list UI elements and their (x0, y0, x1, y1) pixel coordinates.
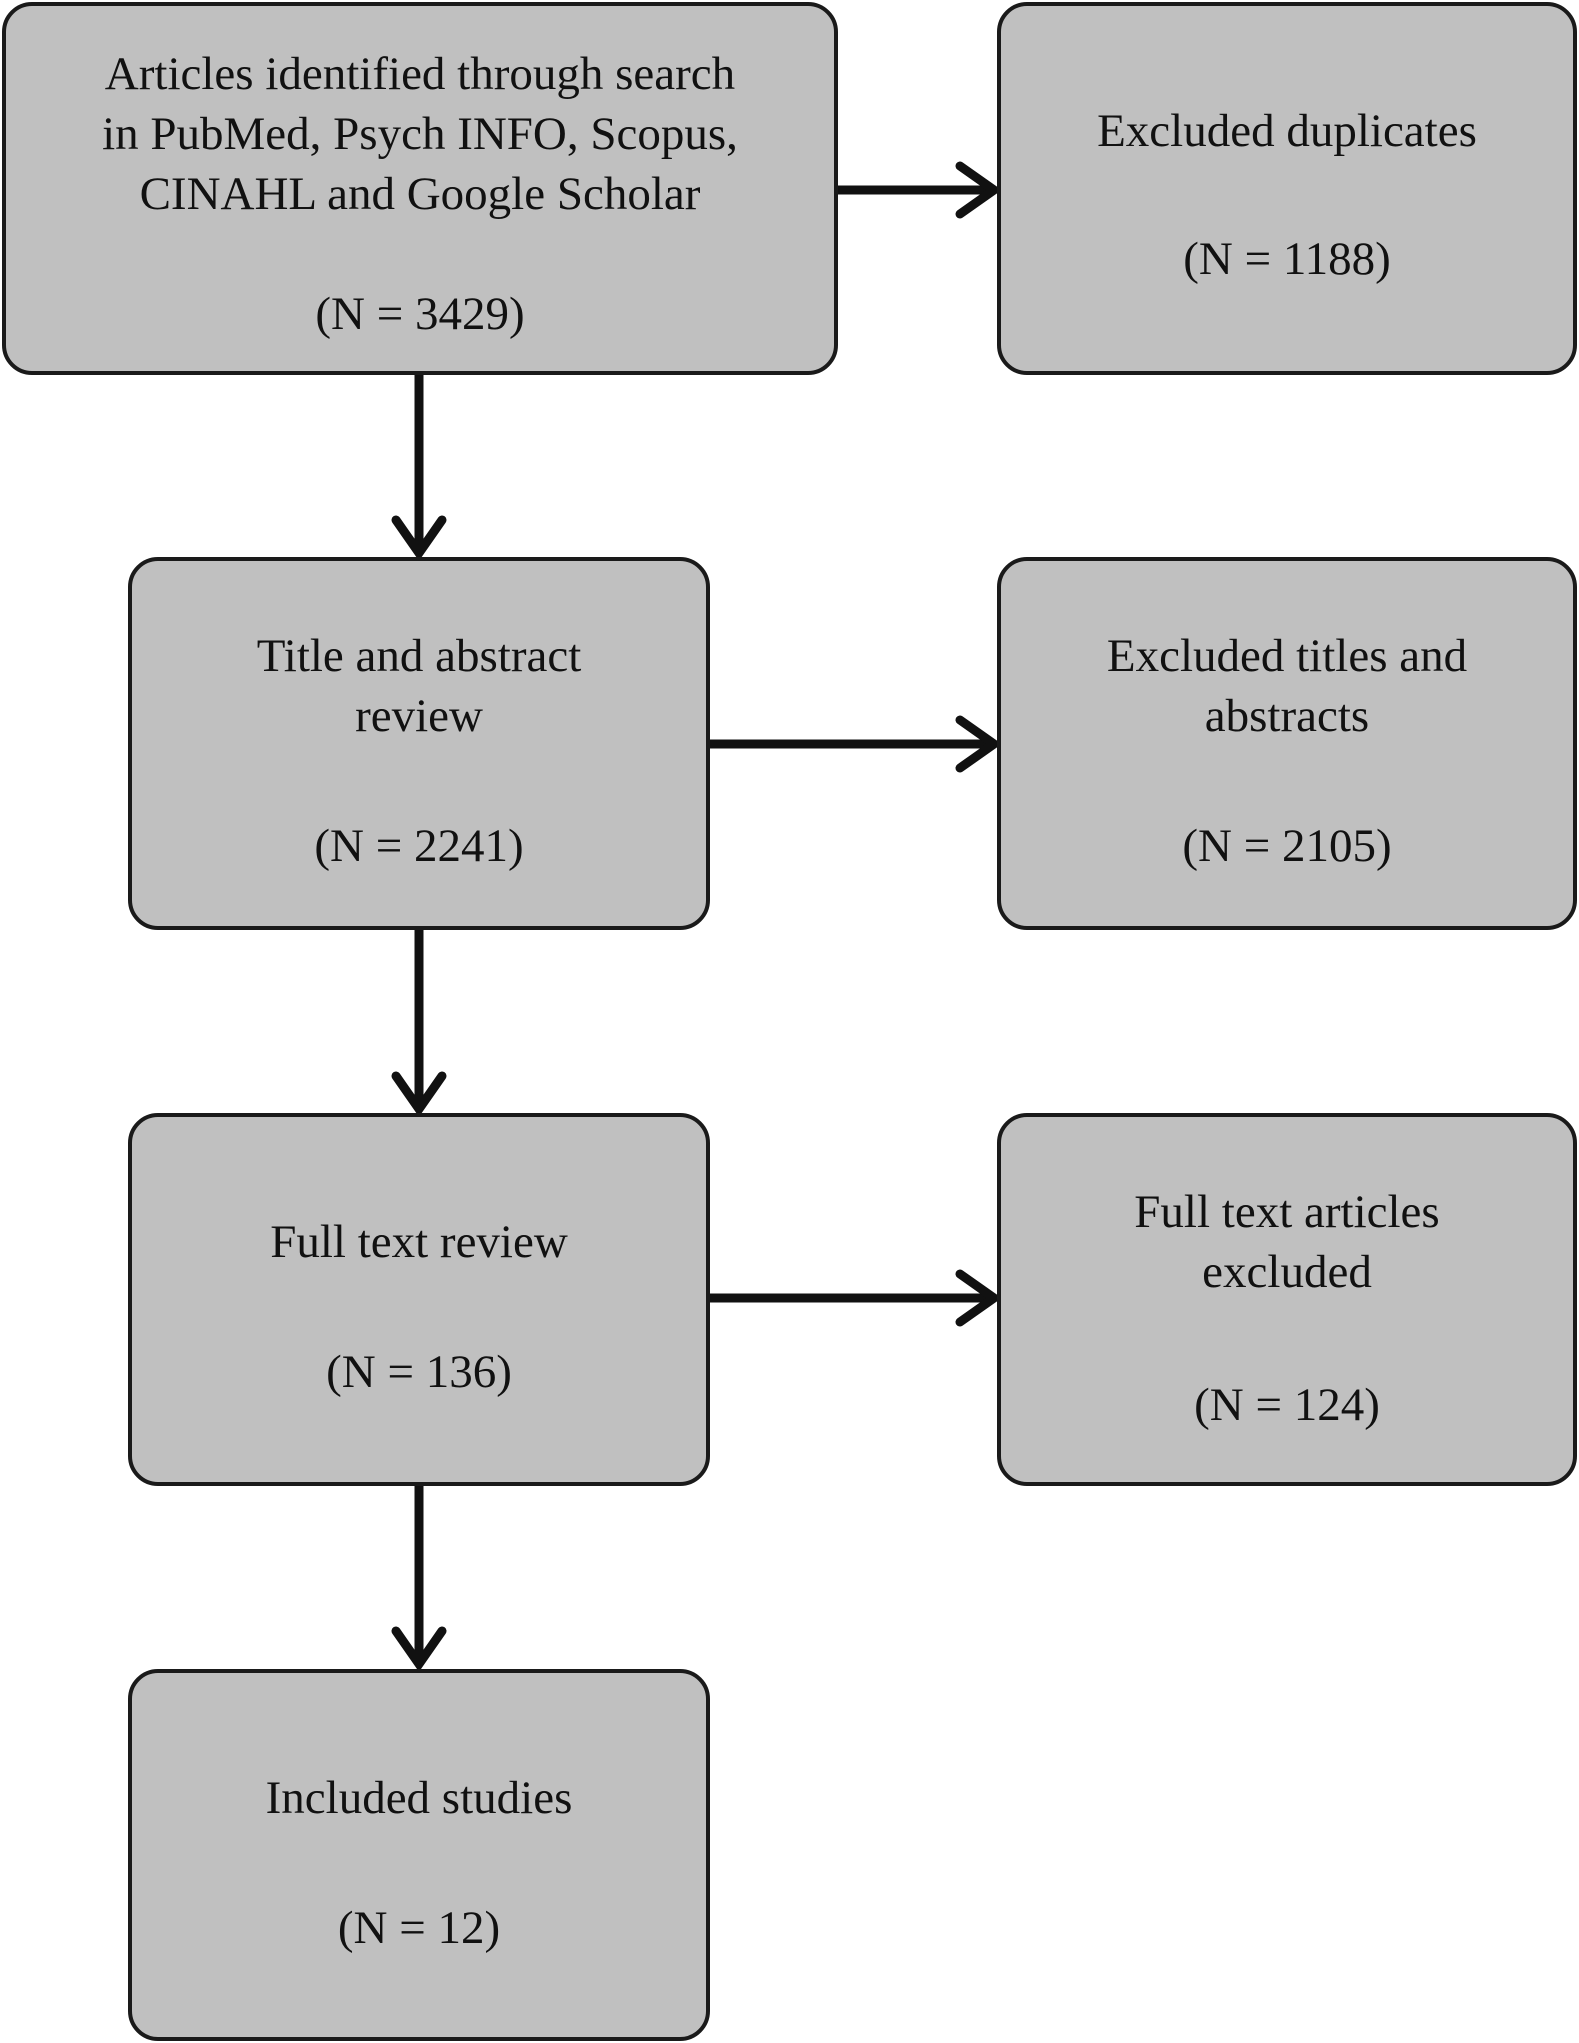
duplicates-box: Excluded duplicates (N = 1188) (997, 2, 1577, 375)
included-count: (N = 12) (337, 1902, 501, 1954)
duplicates-label: Excluded duplicates (1097, 105, 1477, 157)
title-excluded-count: (N = 2105) (1182, 820, 1392, 872)
title-review-label: Title and abstract review (256, 630, 582, 742)
title-excluded-label: Excluded titles and abstracts (1106, 630, 1468, 742)
fulltext-excluded-count: (N = 124) (1194, 1379, 1380, 1431)
fulltext-excluded-label: Full text articles excluded (1134, 1186, 1440, 1298)
identified-count: (N = 3429) (315, 288, 525, 340)
title-review-box: Title and abstract review (N = 2241) (128, 557, 710, 930)
included-label: Included studies (265, 1772, 573, 1824)
identified-box: Articles identified through search in Pu… (2, 2, 838, 375)
included-box: Included studies (N = 12) (128, 1669, 710, 2041)
fulltext-review-box: Full text review (N = 136) (128, 1113, 710, 1486)
title-excluded-box: Excluded titles and abstracts (N = 2105) (997, 557, 1577, 930)
fulltext-excluded-box: Full text articles excluded (N = 124) (997, 1113, 1577, 1486)
identified-label: Articles identified through search in Pu… (102, 48, 738, 220)
duplicates-count: (N = 1188) (1183, 233, 1391, 285)
fulltext-review-label: Full text review (270, 1216, 568, 1268)
title-review-count: (N = 2241) (314, 820, 524, 872)
fulltext-review-count: (N = 136) (326, 1346, 512, 1398)
